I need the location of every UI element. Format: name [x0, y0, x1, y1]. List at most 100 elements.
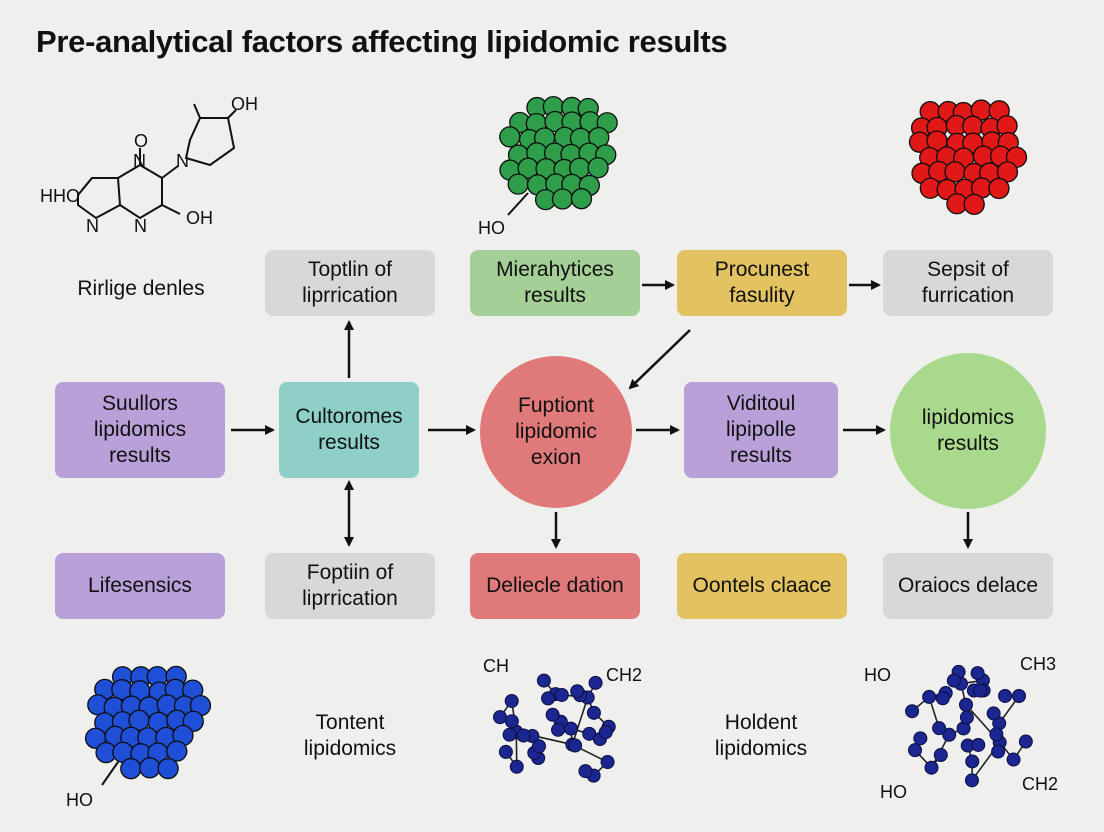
molecule-label-ho-right-bottom: HO — [880, 782, 907, 802]
right-network-atom — [986, 706, 1001, 721]
green-cluster-atom — [499, 126, 521, 148]
molecule-label-ho-blue: HO — [66, 790, 93, 810]
molecule-cluster-blue — [84, 665, 212, 780]
middle-network-atom — [570, 684, 585, 699]
arrow-procunest-to-fuptiont — [628, 329, 691, 390]
red-cluster-atom — [988, 177, 1010, 200]
middle-network-atom — [598, 725, 613, 740]
svg-text:HHO: HHO — [40, 186, 80, 206]
right-network-atom — [959, 697, 974, 712]
node-foptiin-of-liprrication: Foptiin of liprrication — [265, 553, 435, 619]
molecule-label-ch-left: CH — [483, 656, 509, 676]
right-network-atom — [946, 673, 961, 688]
middle-network-atom — [578, 764, 593, 779]
node-toptlin-of-liprrication: Toptlin of liprrication — [265, 250, 435, 316]
svg-text:N: N — [133, 151, 146, 171]
right-network-atom — [1012, 689, 1027, 704]
middle-network-atom — [545, 707, 560, 722]
right-network-atom — [932, 721, 947, 736]
diagram-title: Pre-analytical factors affecting lipidom… — [36, 24, 728, 59]
middle-network-atom — [551, 722, 566, 737]
node-fuptiont-lipidomic-exion: Fuptiont lipidomic exion — [480, 356, 632, 508]
molecule-network-right — [905, 664, 1033, 788]
node-suullors-lipidomics-results: Suullors lipidomics results — [55, 382, 225, 478]
blue-cluster-atom — [139, 757, 161, 779]
red-cluster-atom — [996, 161, 1019, 183]
molecule-label-ho-green: HO — [478, 218, 505, 238]
node-viditoul-lipipolle-results: Viditoul lipipolle results — [684, 382, 838, 478]
svg-text:N: N — [176, 151, 189, 171]
right-network-atom — [1006, 752, 1021, 767]
right-network-atom — [942, 727, 957, 742]
svg-text:N: N — [86, 216, 99, 236]
green-cluster-atom — [587, 157, 609, 179]
right-network-atom — [913, 731, 928, 746]
node-deliecle-dation: Deliecle dation — [470, 553, 640, 619]
right-network-atom — [965, 754, 980, 769]
middle-network-atom — [493, 710, 508, 725]
label-rirlige-denles: Rirlige denles — [77, 277, 205, 300]
green-cluster-atom — [570, 188, 593, 210]
middle-network-atom — [588, 675, 603, 690]
middle-network-atom — [536, 673, 551, 688]
label-holdent-lipidomics: Holdent lipidomics — [714, 711, 808, 761]
molecule-label-ch2-mid: CH2 — [606, 665, 642, 685]
right-network-atom — [991, 744, 1006, 759]
node-sepsit-of-furrication: Sepsit of furrication — [883, 250, 1053, 316]
middle-network-atom — [502, 727, 517, 742]
middle-network-atom — [509, 759, 524, 774]
svg-text:N: N — [134, 216, 147, 236]
molecule-label-ho-right: HO — [864, 665, 891, 685]
green-cluster-atom — [507, 173, 529, 195]
molecule-cluster-green — [499, 95, 618, 211]
right-network-atom — [989, 727, 1004, 742]
right-network-atom — [964, 773, 979, 788]
right-network-atom — [971, 737, 986, 752]
right-network-atom — [908, 743, 923, 758]
molecule-cluster-red — [908, 99, 1028, 216]
right-network-atom — [970, 666, 985, 681]
svg-text:OH: OH — [186, 208, 213, 228]
node-lipidomics-results: lipidomics results — [890, 353, 1046, 509]
node-cultoromes-results: Cultoromes results — [279, 382, 419, 478]
node-mierahytices-results: Mierahytices results — [470, 250, 640, 316]
right-network-atom — [905, 704, 920, 719]
middle-network-atom — [586, 705, 601, 720]
blue-cluster-atom — [120, 758, 142, 780]
right-network-atom — [933, 747, 948, 762]
right-network-atom — [973, 683, 988, 698]
molecule-network-middle — [493, 673, 616, 783]
node-procunest-fasulity: Procunest fasulity — [677, 250, 847, 316]
blue-cluster-atom — [157, 757, 179, 780]
middle-network-atom — [600, 755, 615, 770]
red-cluster-atom — [963, 193, 985, 216]
node-oraiocs-delace: Oraiocs delace — [883, 553, 1053, 619]
middle-network-atom — [531, 739, 546, 754]
middle-network-bond — [571, 697, 589, 745]
molecule-label-ch2-right: CH2 — [1022, 774, 1058, 794]
svg-text:OH: OH — [231, 94, 258, 114]
molecule-label-ch3-right: CH3 — [1020, 654, 1056, 674]
right-network-atom — [922, 689, 937, 704]
right-network-atom — [1018, 734, 1033, 749]
middle-network-atom — [541, 691, 556, 706]
middle-network-atom — [568, 738, 583, 753]
svg-text:O: O — [134, 131, 148, 151]
right-network-atom — [959, 710, 974, 725]
blue-cluster-atom — [166, 740, 188, 762]
right-network-atom — [924, 760, 939, 775]
green-cluster-atom — [551, 188, 574, 210]
middle-network-atom — [554, 687, 569, 702]
middle-network-atom — [498, 744, 513, 759]
node-oontels-claace: Oontels claace — [677, 553, 847, 619]
right-network-atom — [998, 688, 1013, 703]
label-tontent-lipidomics: Tontent lipidomics — [303, 711, 397, 761]
molecule-structure-top-left — [77, 103, 237, 220]
middle-network-atom — [504, 693, 519, 708]
middle-network-atom — [504, 714, 519, 729]
middle-network-atom — [516, 728, 531, 743]
right-network-atom — [935, 691, 950, 706]
node-lifesensics: Lifesensics — [55, 553, 225, 619]
red-cluster-atom — [944, 161, 966, 183]
